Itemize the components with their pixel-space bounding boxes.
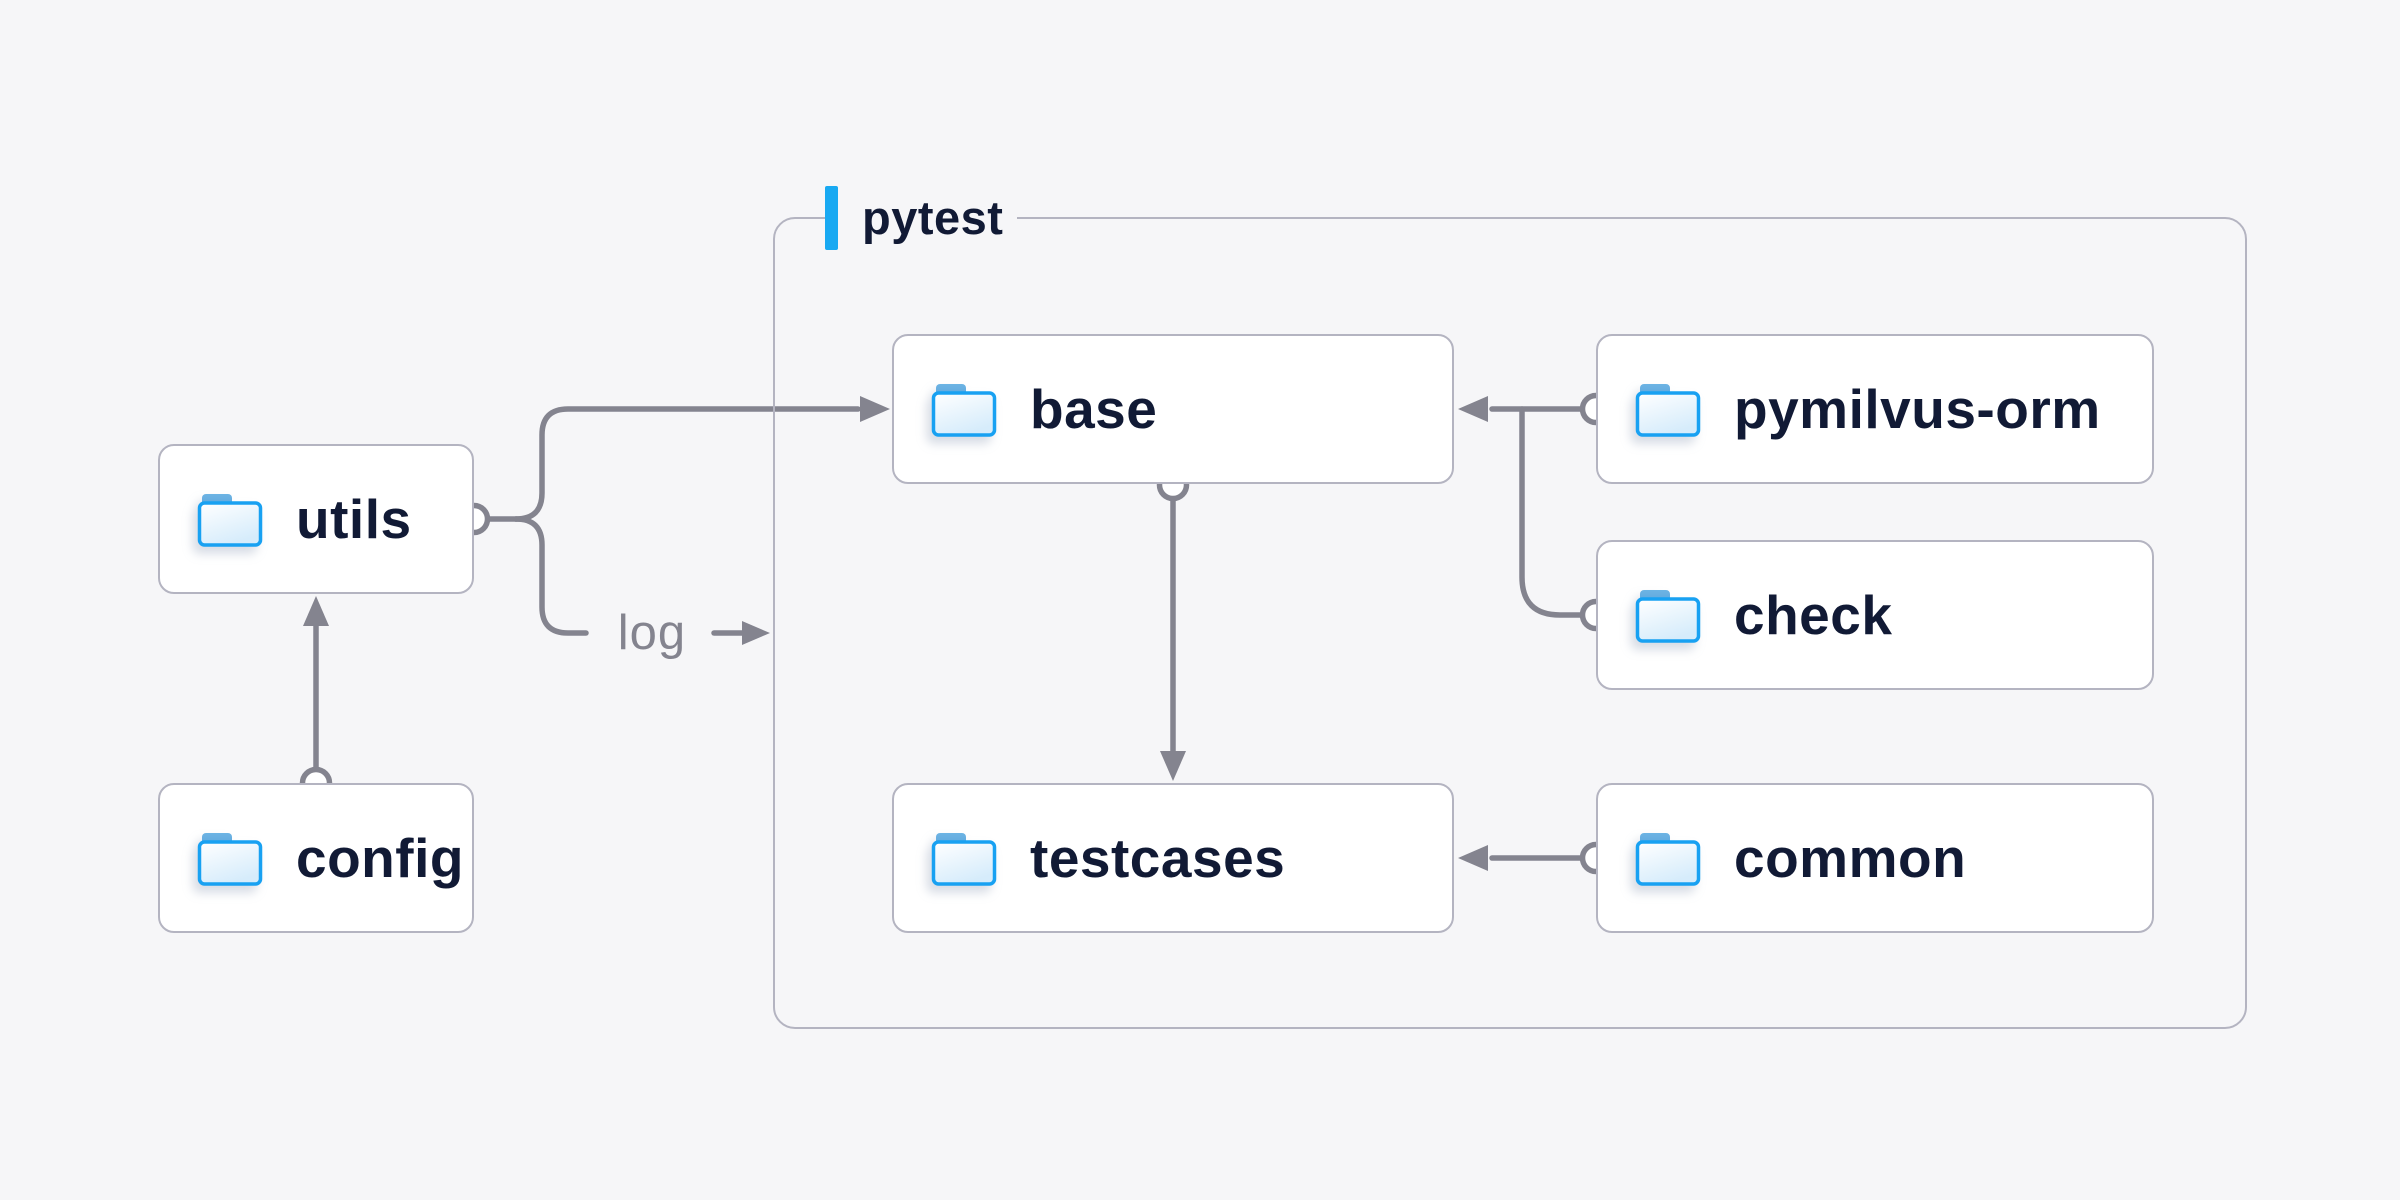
node-label: common — [1734, 827, 1967, 889]
group-title: pytest — [862, 191, 1004, 244]
pytest-group: pytest — [773, 186, 2247, 1029]
node-check: check — [1596, 540, 2154, 690]
accent-bar — [825, 186, 838, 250]
node-utils: utils — [158, 444, 474, 594]
node-pymilvus-orm: pymilvus-orm — [1596, 334, 2154, 484]
node-config: config — [158, 783, 474, 933]
arrowhead-left-icon — [1458, 845, 1488, 871]
folder-icon — [930, 379, 998, 439]
folder-icon — [930, 828, 998, 888]
arrowhead-up-icon — [303, 596, 329, 626]
edge-check-merge — [1519, 406, 1583, 618]
edge-utils-base — [513, 406, 861, 522]
node-label: pymilvus-orm — [1734, 378, 2101, 440]
folder-icon — [1634, 379, 1702, 439]
pytest-group-label: pytest — [825, 186, 1018, 250]
node-common: common — [1596, 783, 2154, 933]
node-base: base — [892, 334, 1454, 484]
folder-icon — [196, 828, 264, 888]
node-testcases: testcases — [892, 783, 1454, 933]
arrowhead-right-icon — [742, 621, 770, 645]
arrowhead-left-icon — [1458, 396, 1488, 422]
node-label: utils — [296, 488, 412, 550]
edge-label-log: log — [617, 606, 687, 660]
folder-icon — [196, 489, 264, 549]
folder-icon — [1634, 828, 1702, 888]
folder-icon — [1634, 585, 1702, 645]
node-label: config — [296, 827, 464, 889]
arrowhead-right-icon — [860, 396, 890, 422]
node-label: check — [1734, 584, 1893, 646]
arrowhead-down-icon — [1160, 751, 1186, 781]
node-label: testcases — [1030, 827, 1286, 889]
node-label: base — [1030, 378, 1158, 440]
edge-utils-log — [513, 516, 589, 636]
